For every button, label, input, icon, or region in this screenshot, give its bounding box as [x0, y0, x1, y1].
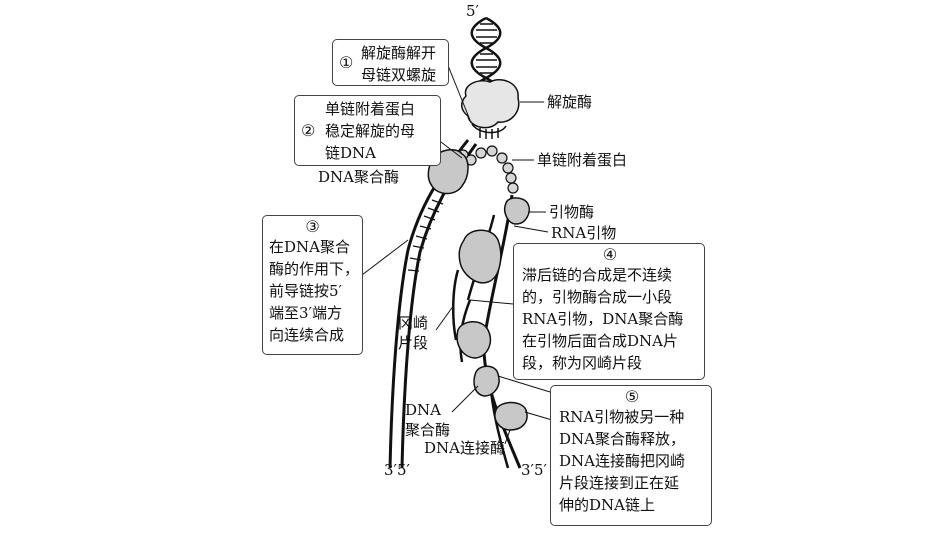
step1-number: ① [339, 53, 354, 72]
rna-primer-label: RNA引物 [551, 224, 617, 242]
right-strand-ends-label: 3′5′ [521, 461, 547, 479]
step1-line1: 解旋酶解开 [361, 44, 437, 62]
okazaki-fragment-label: 冈崎 片段 [398, 314, 429, 352]
step5-line3: DNA连接酶把冈崎 [559, 452, 685, 470]
step4-line3: RNA引物，DNA聚合酶 [522, 310, 684, 328]
step3-line5: 向连续合成 [269, 326, 345, 344]
dna-ligase-label: DNA连接酶 [424, 439, 505, 457]
step4-line5: 段，称为冈崎片段 [522, 354, 643, 372]
dna-polymerase-okazaki [456, 321, 492, 359]
dna-polymerase-top-label: DNA聚合酶 [318, 168, 399, 186]
ssb-label: 单链附着蛋白 [537, 151, 628, 169]
dna-polymerase-lower [473, 365, 500, 397]
top-5prime-label: 5′ [466, 2, 479, 20]
step3-line1: 在DNA聚合 [269, 238, 350, 256]
step3-line4: 端至3′端方 [269, 304, 342, 322]
step4-line1: 滞后链的合成是不连续 [522, 266, 673, 284]
step4-number: ④ [602, 245, 618, 264]
step5-line1: RNA引物被另一种 [559, 408, 685, 426]
single-strand-binding-proteins [457, 145, 519, 194]
step5-line5: 伸的DNA链上 [559, 496, 655, 514]
dna-polymerase-lagging-upper [458, 229, 502, 284]
step3-box: ③ 在DNA聚合 酶的作用下， 前导链按5′ 端至3′端方 向连续合成 [262, 215, 363, 355]
primase-enzyme [504, 197, 530, 225]
helicase-label: 解旋酶 [547, 93, 593, 111]
step4-box: ④ 滞后链的合成是不连续 的，引物酶合成一小段 RNA引物，DNA聚合酶 在引物… [513, 243, 705, 380]
step1-box: ① 解旋酶解开 母链双螺旋 [332, 39, 449, 86]
step2-box: ② 单链附着蛋白 稳定解旋的母 链DNA [294, 95, 441, 166]
dna-ligase [494, 401, 528, 431]
step4-line4: 在引物后面合成DNA片 [522, 332, 678, 350]
left-strand-ends-label: 3′5′ [384, 461, 410, 479]
helicase-enzyme [461, 78, 520, 139]
step3-line3: 前导链按5′ [269, 282, 342, 300]
step5-line4: 片段连接到正在延 [559, 474, 680, 492]
step5-line2: DNA聚合酶释放， [559, 430, 685, 448]
step3-number: ③ [305, 217, 320, 236]
step4-line2: 的，引物酶合成一小段 [522, 288, 673, 306]
pointer-lines [361, 62, 553, 445]
step5-box: ⑤ RNA引物被另一种 DNA聚合酶释放， DNA连接酶把冈崎 片段连接到正在延… [550, 385, 712, 526]
step3-line2: 酶的作用下， [269, 260, 360, 278]
step2-line3: 链DNA [325, 144, 376, 162]
step2-line2: 稳定解旋的母 [325, 122, 416, 140]
step2-number: ② [301, 121, 316, 140]
step1-line2: 母链双螺旋 [361, 66, 437, 84]
step2-line1: 单链附着蛋白 [325, 100, 416, 118]
step5-number: ⑤ [624, 387, 640, 406]
dna-polymerase-bottom-label: DNA 聚合酶 [405, 401, 451, 439]
primase-label: 引物酶 [549, 203, 595, 221]
